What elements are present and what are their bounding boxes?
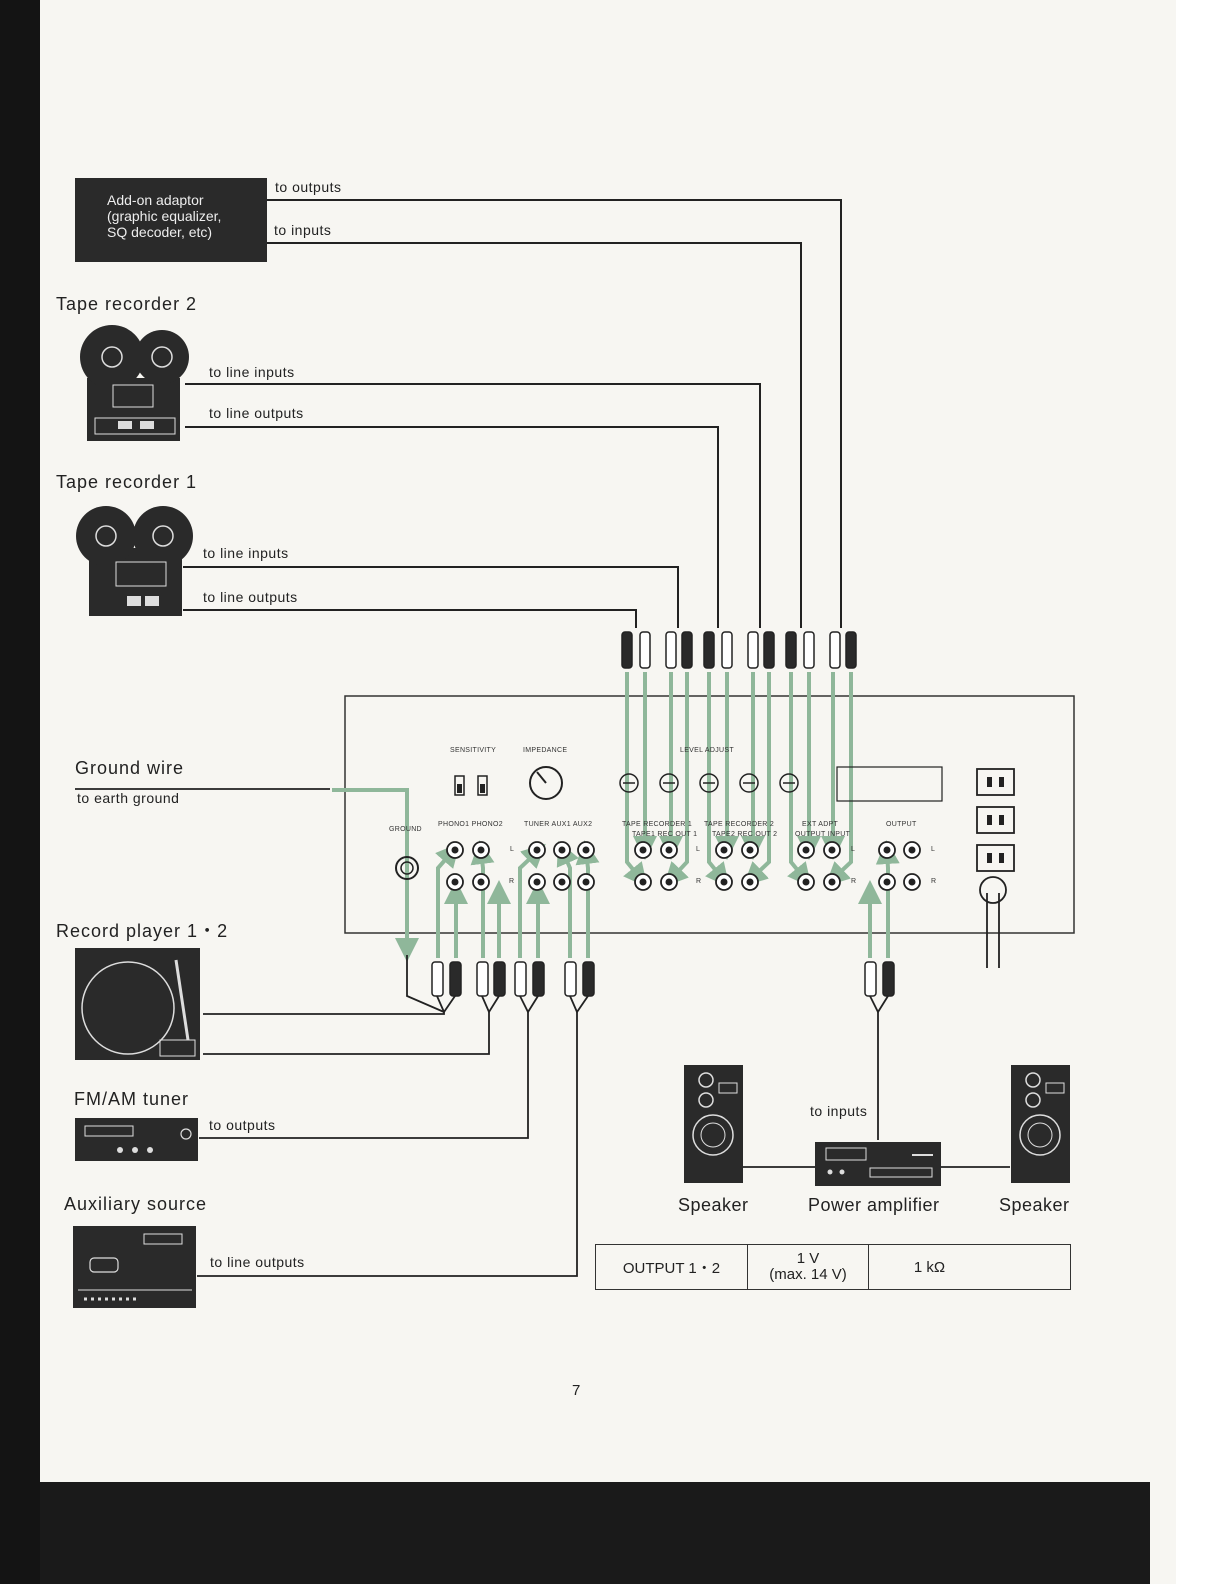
page-margin (1176, 0, 1224, 1584)
impedance-label: IMPEDANCE (523, 747, 568, 754)
spec-voltage-max: (max. 14 V) (769, 1266, 847, 1283)
speaker-left-icon (684, 1065, 743, 1183)
label-plate (836, 766, 943, 802)
aux-to-line-outputs-label: to line outputs (210, 1254, 305, 1270)
ext-adpt-label: EXT ADPT (802, 821, 839, 828)
fm-am-tuner-title: FM/AM tuner (74, 1089, 190, 1109)
amp-to-inputs-label: to inputs (810, 1103, 868, 1119)
fm-am-tuner-icon (75, 1118, 198, 1161)
l-marker: L (510, 846, 515, 853)
scan-shadow (40, 1482, 1150, 1584)
output-input-label: OUTPUT INPUT (795, 831, 851, 838)
tuner-to-outputs-label: to outputs (209, 1117, 276, 1133)
ground-terminal (395, 856, 419, 880)
speaker-right-icon (1011, 1065, 1070, 1183)
level-adjust-label: LEVEL ADJUST (680, 747, 734, 754)
level-adjust-knobs (619, 773, 799, 793)
tape2-wires (185, 383, 761, 628)
bottom-wires (197, 955, 1010, 1277)
ground-wire-sub-label: to earth ground (77, 790, 180, 806)
binding-edge (0, 0, 40, 1584)
spec-voltage: 1 V (796, 1250, 820, 1267)
tape2-to-line-outputs-label: to line outputs (209, 405, 304, 421)
adaptor-to-inputs-label: to inputs (274, 222, 332, 238)
tape-recorder-1-title: Tape recorder 1 (56, 472, 198, 492)
sensitivity-label: SENSITIVITY (450, 747, 497, 754)
r-marker: R (931, 878, 937, 885)
tuner-aux-label: TUNER AUX1 AUX2 (524, 821, 593, 828)
power-cord (979, 876, 1007, 968)
l-marker: L (696, 846, 701, 853)
phono-label: PHONO1 PHONO2 (438, 821, 503, 828)
record-player-icon (75, 948, 200, 1060)
page-number: 7 (572, 1382, 581, 1399)
tape2-to-line-inputs-label: to line inputs (209, 364, 295, 380)
tape1-rec-out1-label: TAPE1 REC OUT 1 (632, 831, 698, 838)
spec-impedance: 1 kΩ (913, 1258, 946, 1276)
l-marker: L (851, 846, 856, 853)
power-amplifier-icon (815, 1142, 941, 1186)
tape1-wires (183, 566, 679, 628)
adaptor-line-1: Add-on adaptor (107, 192, 204, 208)
panel-jacks (446, 841, 921, 891)
ground-wire-title: Ground wire (75, 758, 185, 778)
ac-outlets (976, 768, 1015, 872)
top-plugs (621, 631, 857, 669)
sensitivity-switches (454, 775, 488, 796)
adaptor-to-outputs-label: to outputs (275, 179, 342, 195)
speaker-left-caption: Speaker (678, 1195, 749, 1215)
r-marker: R (509, 878, 515, 885)
ground-panel-label: GROUND (389, 826, 422, 833)
speaker-right-caption: Speaker (999, 1195, 1070, 1215)
signal-paths (332, 672, 900, 962)
add-on-adaptor-box: Add-on adaptor (graphic equalizer, SQ de… (75, 178, 267, 262)
l-marker: L (931, 846, 936, 853)
output-spec-table: OUTPUT 1・2 1 V (max. 14 V) 1 kΩ (595, 1244, 1071, 1290)
bottom-plugs (431, 961, 895, 997)
r-marker: R (696, 878, 702, 885)
power-amplifier-caption: Power amplifier (808, 1195, 940, 1215)
adaptor-line-2: (graphic equalizer, (107, 208, 222, 224)
tape-recorder-1-panel-label: TAPE RECORDER 1 (622, 821, 693, 828)
adaptor-wires (267, 199, 842, 628)
spec-voltage-cell: 1 V (max. 14 V) (748, 1245, 869, 1289)
tape1-to-line-inputs-label: to line inputs (203, 545, 289, 561)
record-player-title: Record player 1・2 (56, 921, 229, 941)
auxiliary-source-icon (73, 1226, 196, 1308)
output-panel-label: OUTPUT (886, 821, 917, 828)
tape-recorder-1-icon (76, 506, 193, 616)
tape-recorder-2-panel-label: TAPE RECORDER 2 (704, 821, 775, 828)
tape2-rec-out2-label: TAPE2 REC OUT 2 (712, 831, 778, 838)
impedance-knob (529, 766, 563, 800)
adaptor-line-3: SQ decoder, etc) (107, 224, 213, 240)
tape-recorder-2-icon (80, 325, 189, 441)
tape-recorder-2-title: Tape recorder 2 (56, 294, 198, 314)
spec-output-label: OUTPUT 1・2 (596, 1245, 748, 1289)
r-marker: R (851, 878, 857, 885)
tape1-to-line-outputs-label: to line outputs (203, 589, 298, 605)
auxiliary-source-title: Auxiliary source (64, 1194, 208, 1214)
